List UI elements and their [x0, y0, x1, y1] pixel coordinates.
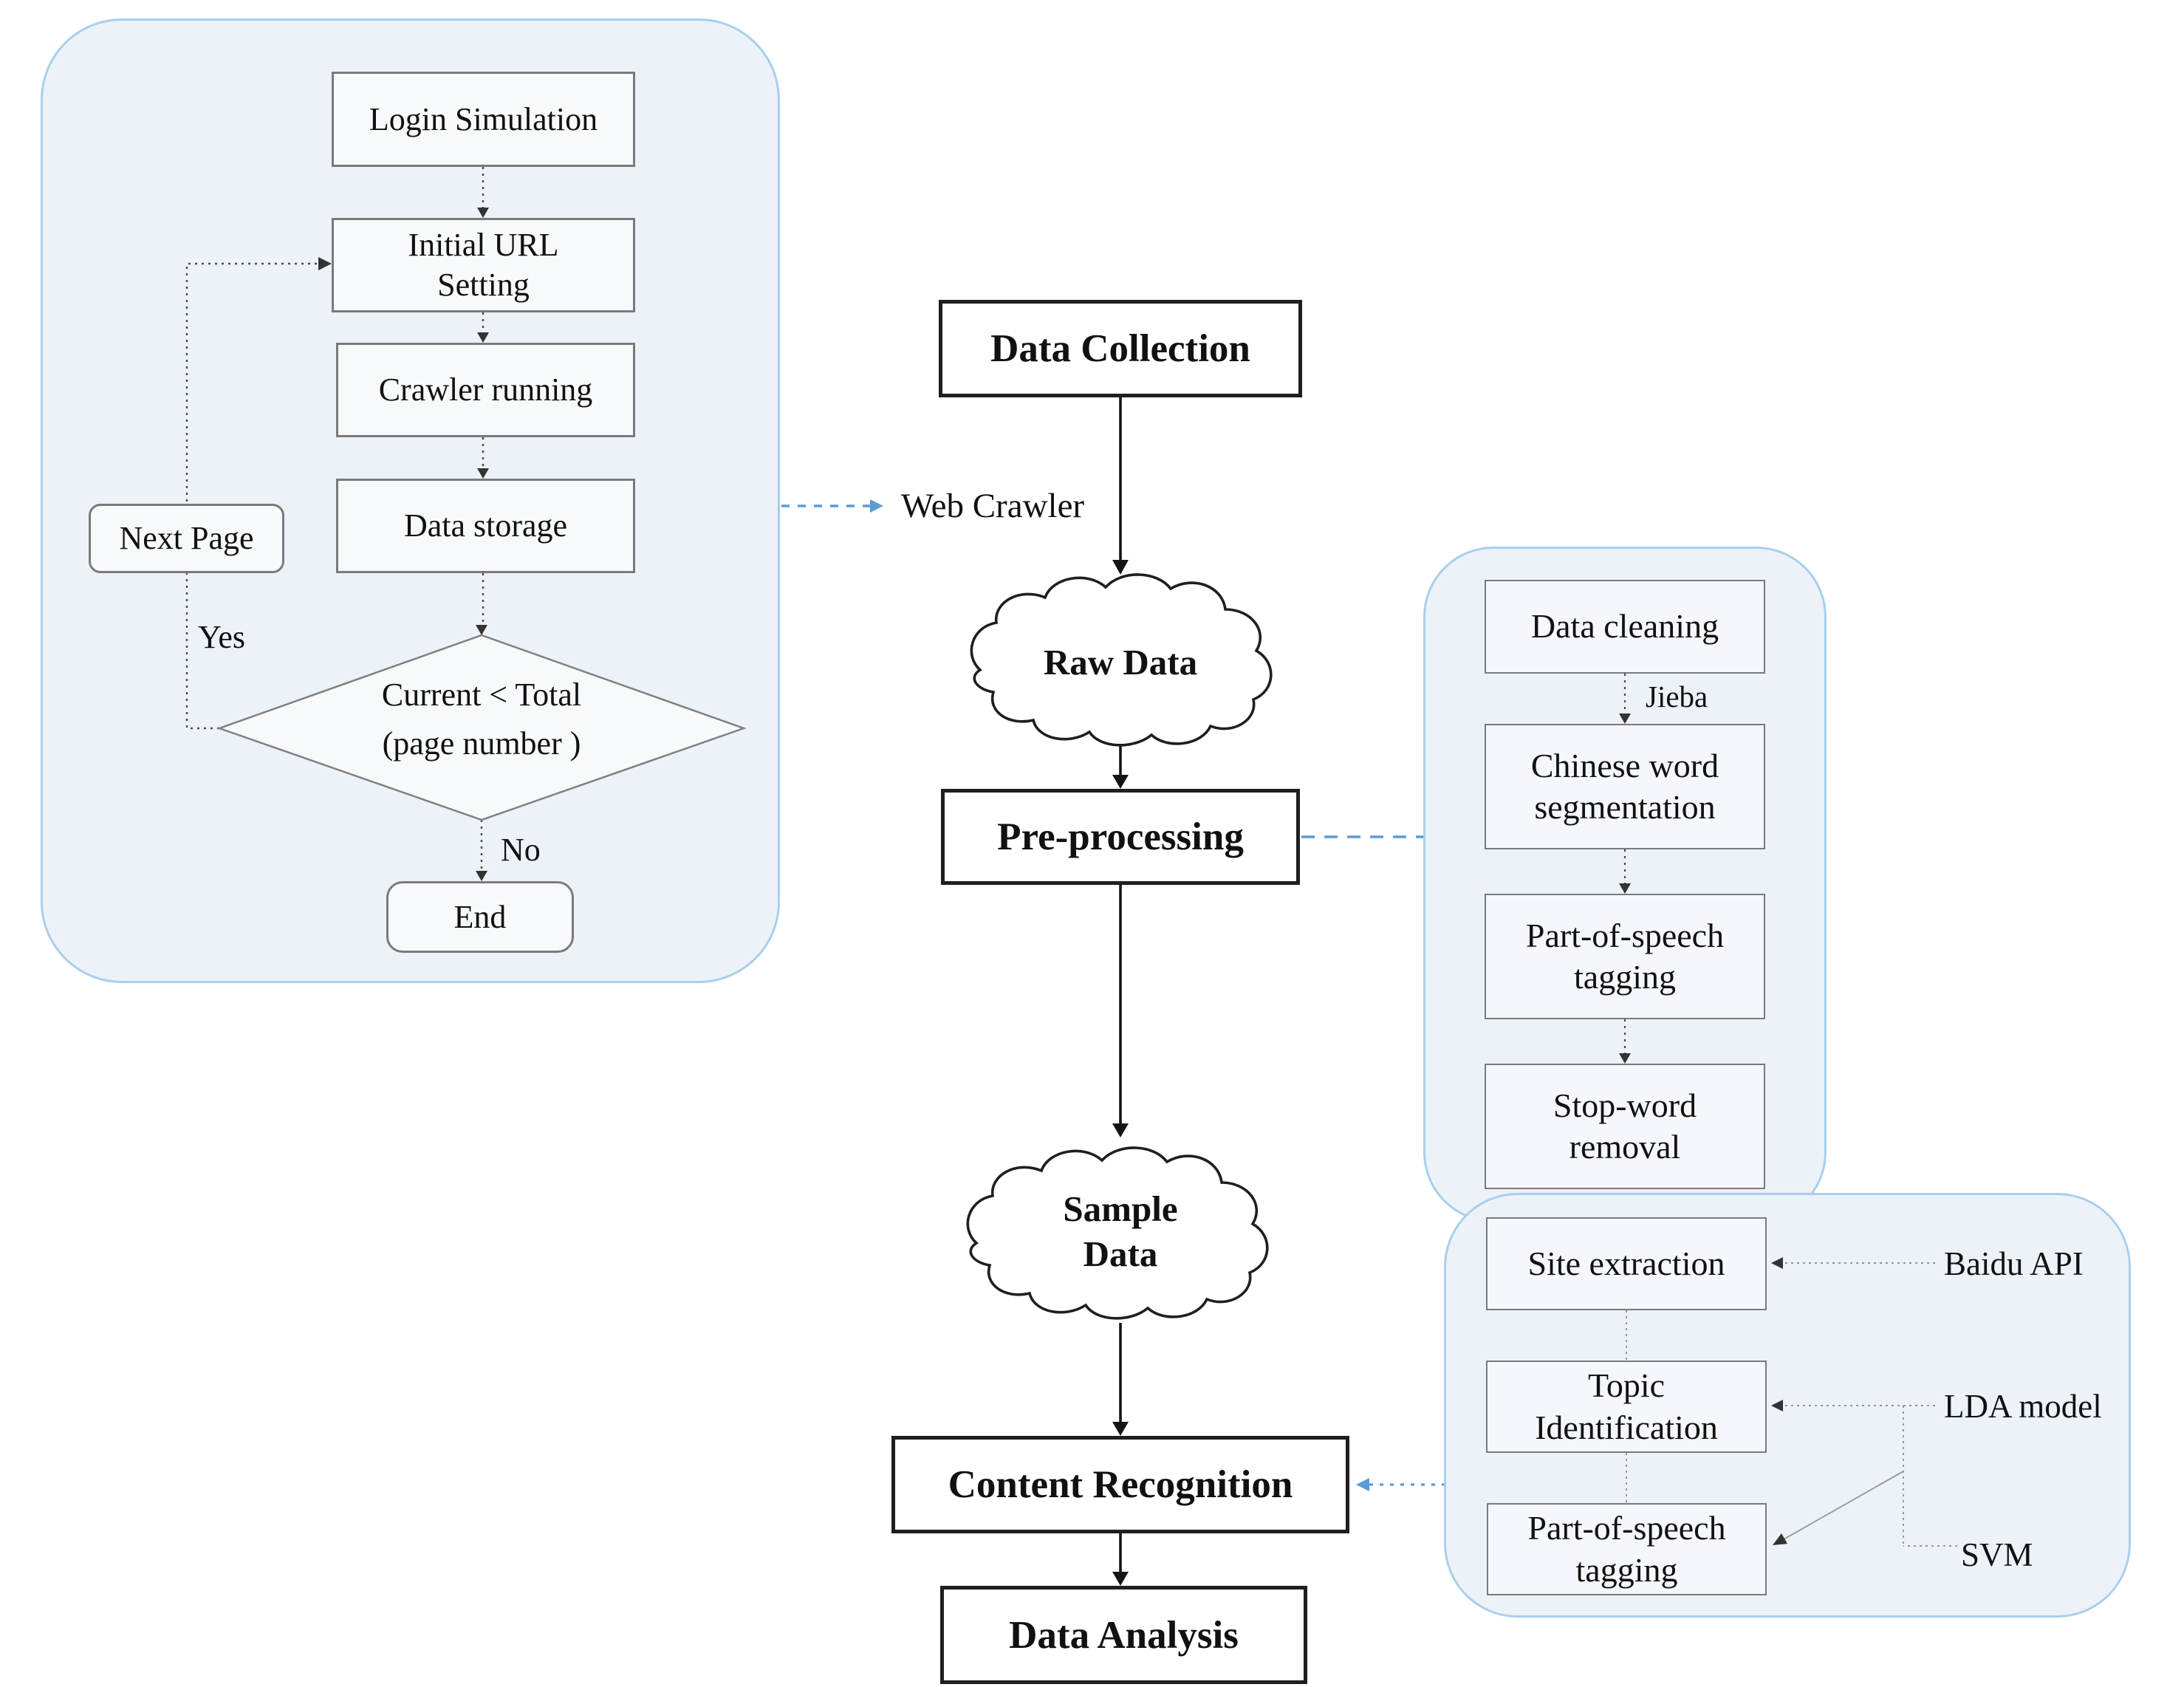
- edge-loop-next-page: [185, 262, 326, 730]
- node-pos-tagging-pre: Part-of-speech tagging: [1485, 894, 1765, 1019]
- arrowhead-blue: [870, 499, 883, 513]
- node-site-extraction: Site extraction: [1486, 1217, 1767, 1310]
- arrowhead: [318, 257, 332, 270]
- node-content-recognition: Content Recognition: [891, 1436, 1349, 1533]
- arrowhead: [1112, 560, 1129, 575]
- baidu-api-label: Baidu API: [1944, 1245, 2084, 1282]
- arrowhead: [477, 332, 489, 343]
- arrowhead: [1112, 1572, 1129, 1586]
- arrowhead: [476, 871, 487, 881]
- node-data-storage: Data storage: [336, 479, 635, 573]
- sample-data-cloud: [966, 1146, 1269, 1320]
- sample-data-label: Sample Data: [1063, 1188, 1178, 1275]
- arrowhead: [1773, 1533, 1787, 1545]
- arrowhead: [476, 625, 487, 635]
- svm-label: SVM: [1961, 1536, 2033, 1573]
- lda-model-label: LDA model: [1944, 1388, 2102, 1425]
- node-pre-processing: Pre-processing: [941, 789, 1300, 885]
- jieba-label: Jieba: [1646, 680, 1708, 714]
- arrowhead: [1112, 1123, 1129, 1137]
- arrowhead: [477, 208, 489, 218]
- arrowhead: [1771, 1400, 1783, 1411]
- node-data-cleaning: Data cleaning: [1485, 580, 1765, 674]
- decision-diamond: [216, 634, 747, 821]
- decision-condition-label: Current < Total (page number ): [381, 677, 582, 762]
- node-data-collection: Data Collection: [939, 300, 1302, 397]
- arrowhead: [1619, 714, 1631, 724]
- web-crawler-label: Web Crawler: [901, 487, 1085, 525]
- node-topic-identification: Topic Identification: [1486, 1361, 1767, 1453]
- raw-data-label: Raw Data: [1043, 642, 1198, 682]
- arrowhead: [1112, 775, 1129, 789]
- node-pos-tagging-recog: Part-of-speech tagging: [1487, 1503, 1767, 1595]
- node-data-analysis: Data Analysis: [940, 1586, 1307, 1684]
- arrowhead: [1112, 1422, 1129, 1436]
- arrowhead: [1619, 1053, 1631, 1064]
- node-initial-url-setting: Initial URL Setting: [332, 218, 635, 312]
- edge-junction-to-pos-diagonal: [1778, 1471, 1904, 1543]
- no-label: No: [501, 832, 541, 868]
- arrowhead-blue: [1356, 1478, 1369, 1491]
- yes-label: Yes: [198, 619, 246, 655]
- node-crawler-running: Crawler running: [336, 343, 635, 437]
- raw-data-cloud: [970, 573, 1273, 747]
- arrowhead: [477, 468, 489, 479]
- arrowhead: [1771, 1257, 1783, 1269]
- node-end: End: [386, 881, 574, 953]
- arrowhead: [1619, 883, 1631, 894]
- node-chinese-word-segmentation: Chinese word segmentation: [1485, 724, 1765, 849]
- node-login-simulation: Login Simulation: [332, 72, 635, 167]
- node-stop-word-removal: Stop-word removal: [1485, 1064, 1765, 1189]
- node-next-page: Next Page: [89, 504, 284, 573]
